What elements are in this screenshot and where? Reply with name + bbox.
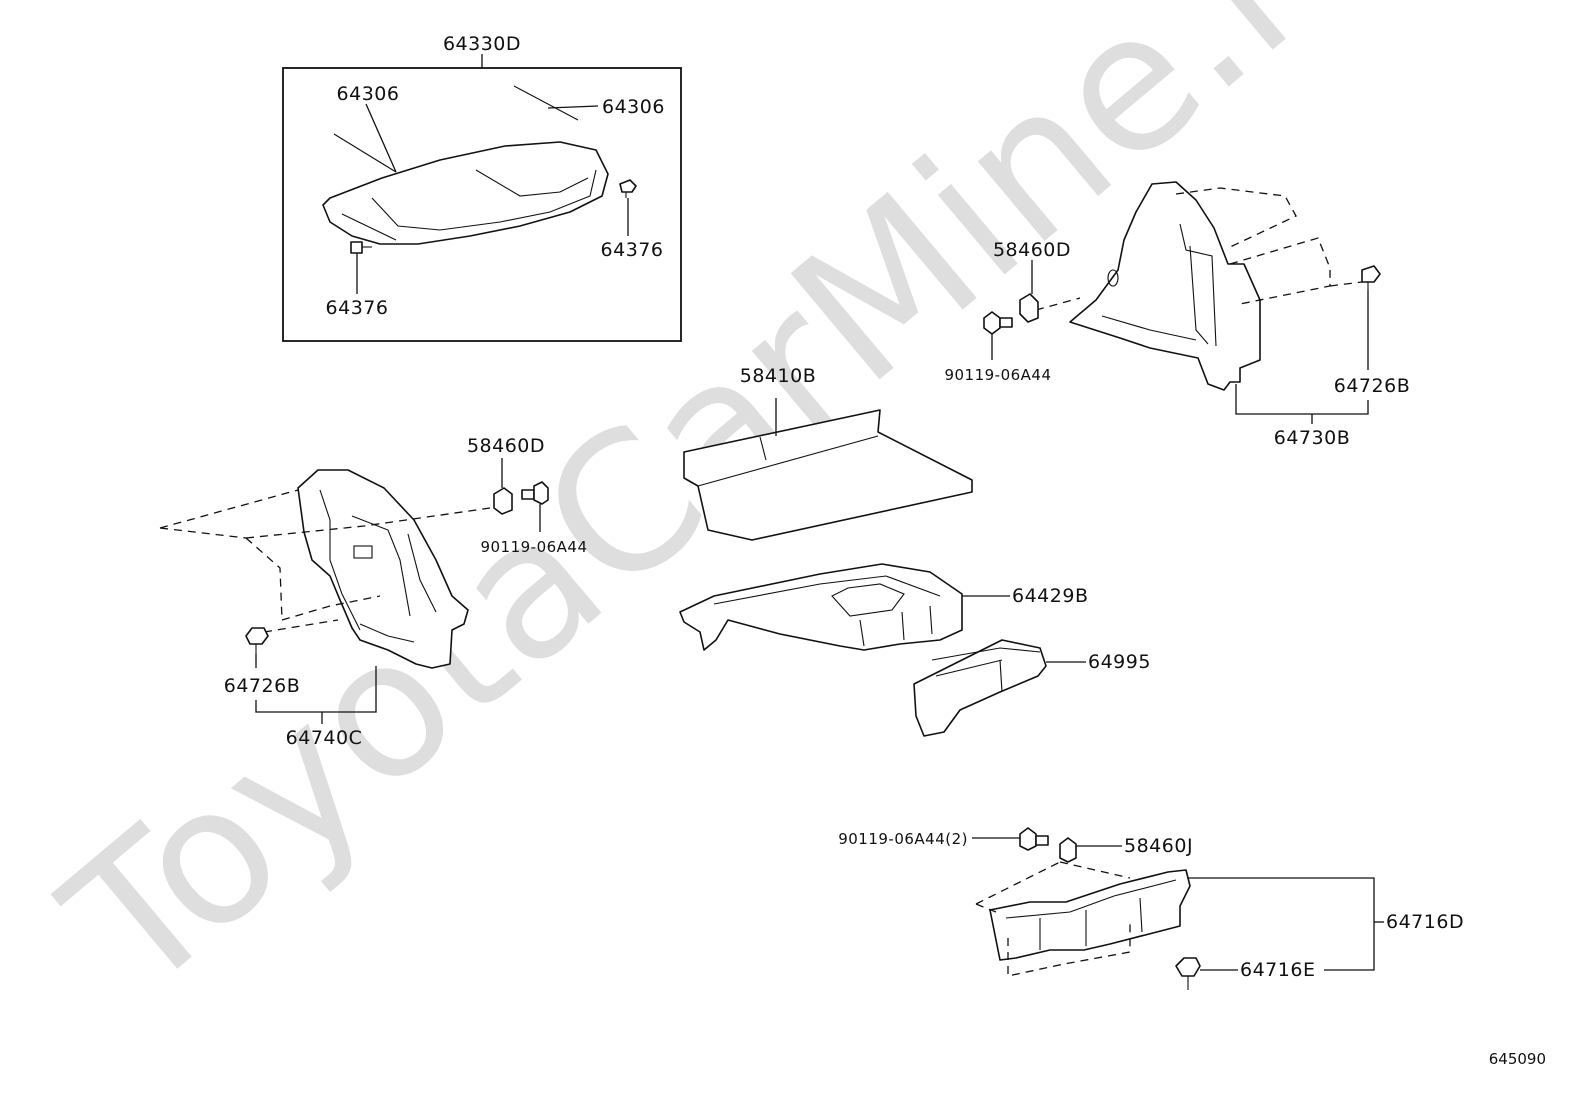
clip-58460j xyxy=(1059,837,1077,863)
box-64995 xyxy=(913,639,1047,737)
luggage-mat xyxy=(683,409,973,541)
left-side-trim-group: 58460D 90119-06A44 64726B 64740C xyxy=(159,435,587,749)
left-side-trim xyxy=(297,469,469,669)
label-58460d-right[interactable]: 58460D xyxy=(993,239,1071,261)
retainer-left xyxy=(350,241,372,254)
clip-64726b-right xyxy=(1361,265,1381,290)
label-64726b-left[interactable]: 64726B xyxy=(224,675,300,697)
label-64306-left[interactable]: 64306 xyxy=(337,83,400,105)
tonneau-cover xyxy=(322,141,609,245)
floor-box-group: 64429B xyxy=(679,563,1088,651)
luggage-mat-group: 58410B xyxy=(683,365,973,541)
floor-box xyxy=(679,563,963,651)
label-90119-left[interactable]: 90119-06A44 xyxy=(480,538,587,556)
label-90119-right[interactable]: 90119-06A44 xyxy=(944,366,1051,384)
label-64726b-right[interactable]: 64726B xyxy=(1334,375,1410,397)
label-64995[interactable]: 64995 xyxy=(1088,651,1151,673)
box-64995-group: 64995 xyxy=(913,639,1151,737)
rear-trim-group: 90119-06A44(2) 58460J 64716E 64716D xyxy=(838,827,1464,990)
figure-number: 645090 xyxy=(1489,1050,1546,1068)
label-58460d-left[interactable]: 58460D xyxy=(467,435,545,457)
label-64740c[interactable]: 64740C xyxy=(286,727,363,749)
tonneau-cover-group: 64330D 64306 64306 64376 64376 xyxy=(282,33,682,342)
screw-rear xyxy=(1019,827,1049,851)
label-64330d[interactable]: 64330D xyxy=(443,33,521,55)
clip-58460d-left xyxy=(493,487,513,515)
label-64429b[interactable]: 64429B xyxy=(1012,585,1088,607)
retainer-right xyxy=(619,179,637,198)
label-64716e[interactable]: 64716E xyxy=(1240,959,1315,981)
clip-64716e xyxy=(1175,957,1201,990)
label-58410b[interactable]: 58410B xyxy=(740,365,816,387)
label-90119-rear[interactable]: 90119-06A44(2) xyxy=(838,830,968,848)
label-64716d[interactable]: 64716D xyxy=(1386,911,1464,933)
rod-right xyxy=(513,85,579,121)
rear-trim xyxy=(989,869,1191,961)
right-side-trim-group: 58460D 90119-06A44 64726B 64730B xyxy=(944,181,1410,449)
screw-left xyxy=(521,481,549,505)
label-64730b[interactable]: 64730B xyxy=(1274,427,1350,449)
right-side-trim xyxy=(1069,181,1261,391)
label-64306-right[interactable]: 64306 xyxy=(602,96,665,118)
label-58460j[interactable]: 58460J xyxy=(1124,835,1193,857)
clip-58460d-right xyxy=(1019,293,1039,323)
clip-64726b-left xyxy=(245,627,269,654)
rod-left xyxy=(333,133,397,173)
label-64376-right[interactable]: 64376 xyxy=(601,239,664,261)
screw-right xyxy=(983,311,1013,335)
label-64376-left[interactable]: 64376 xyxy=(326,297,389,319)
